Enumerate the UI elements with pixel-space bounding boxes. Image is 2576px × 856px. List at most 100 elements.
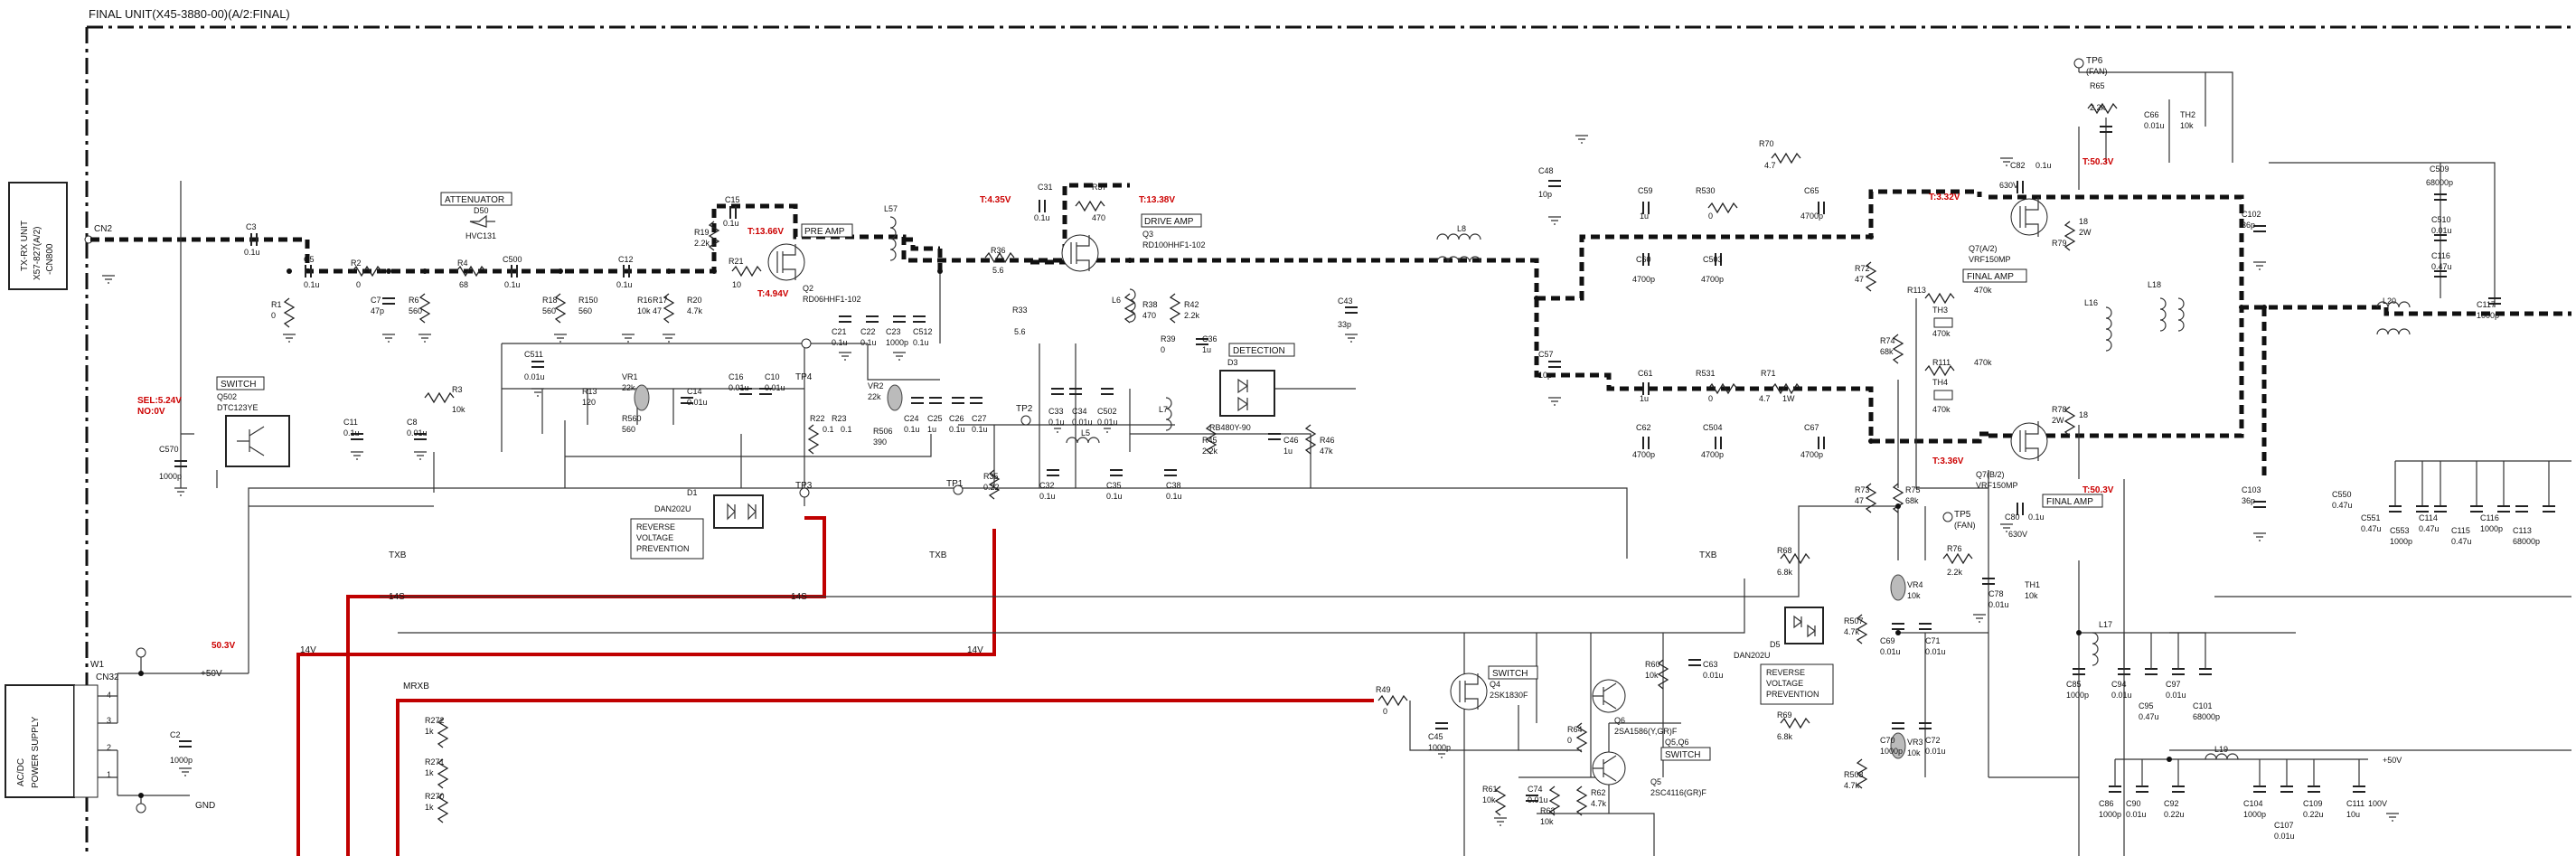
resistor-r68 <box>1780 552 1810 565</box>
svg-text:C35: C35 <box>1106 481 1122 490</box>
svg-text:C97: C97 <box>2166 680 2181 689</box>
svg-text:10k: 10k <box>2025 591 2038 600</box>
svg-text:VR2: VR2 <box>868 381 884 390</box>
svg-text:C511: C511 <box>524 350 543 359</box>
svg-text:1000p: 1000p <box>2099 810 2121 819</box>
capacitor-c502 <box>1101 388 1114 395</box>
svg-text:470k: 470k <box>1932 405 1951 414</box>
capacitors-shunt <box>174 126 2501 802</box>
svg-text:100V: 100V <box>2368 799 2387 808</box>
svg-text:RD06HHF1-102: RD06HHF1-102 <box>803 295 861 304</box>
svg-text:10k: 10k <box>1907 748 1921 757</box>
svg-text:R4: R4 <box>457 259 468 268</box>
capacitor-c31 <box>1039 200 1046 212</box>
capacitor-c14 <box>681 397 693 404</box>
svg-text:C66: C66 <box>2144 110 2159 119</box>
svg-text:C92: C92 <box>2164 799 2179 808</box>
svg-text:1000p: 1000p <box>2477 311 2499 320</box>
svg-text:10u: 10u <box>2346 810 2360 819</box>
svg-text:POWER SUPPLY: POWER SUPPLY <box>31 716 41 788</box>
svg-text:C34: C34 <box>1072 407 1087 416</box>
svg-text:470k: 470k <box>1974 286 1992 295</box>
svg-text:C503: C503 <box>1703 255 1723 264</box>
svg-text:R18: R18 <box>542 296 558 305</box>
power-line-mrxb <box>396 699 1374 856</box>
resistor-r61 <box>1494 785 1507 816</box>
capacitor-c67 <box>1818 437 1825 449</box>
label-final-amp-1: FINAL AMP <box>1967 272 2014 282</box>
net-mrxb: MRXB <box>403 682 429 691</box>
resistor-r45 <box>1205 424 1217 455</box>
svg-text:1000p: 1000p <box>2243 810 2266 819</box>
capacitor-c510 <box>2434 234 2447 241</box>
svg-text:C31: C31 <box>1038 183 1053 192</box>
svg-text:0.01u: 0.01u <box>2166 691 2186 700</box>
svg-text:C500: C500 <box>503 255 522 264</box>
svg-text:C502: C502 <box>1097 407 1117 416</box>
svg-text:4700p: 4700p <box>1800 212 1823 221</box>
capacitor-c21 <box>839 315 851 323</box>
svg-text:630V: 630V <box>1999 181 2018 190</box>
svg-text:C85: C85 <box>2066 680 2082 689</box>
svg-text:C101: C101 <box>2193 701 2213 710</box>
svg-text:4.7: 4.7 <box>1764 161 1776 170</box>
svg-text:0.1u: 0.1u <box>616 280 633 289</box>
resistor-r62 <box>1575 785 1588 816</box>
svg-text:0.1u: 0.1u <box>723 219 739 228</box>
svg-text:W1: W1 <box>90 660 104 670</box>
svg-text:2.2k: 2.2k <box>1947 568 1963 577</box>
svg-text:470k: 470k <box>1932 329 1951 338</box>
svg-text:C8: C8 <box>407 418 418 427</box>
svg-text:0.01u: 0.01u <box>765 383 785 392</box>
capacitor-c61 <box>1642 382 1650 395</box>
capacitor-c45 <box>1435 722 1448 729</box>
svg-text:C107: C107 <box>2274 821 2294 830</box>
svg-text:R72: R72 <box>1855 264 1870 273</box>
svg-text:0.22u: 0.22u <box>2303 810 2324 819</box>
svg-text:R62: R62 <box>1591 788 1606 797</box>
label-reverse-1a: REVERSE <box>636 522 675 531</box>
svg-text:VR4: VR4 <box>1907 580 1923 589</box>
svg-text:C111: C111 <box>2346 799 2364 808</box>
voltage-t-50-3-top: T:50.3V <box>2082 157 2114 167</box>
capacitor-c59 <box>1642 202 1650 214</box>
svg-text:0.1u: 0.1u <box>860 338 877 347</box>
capacitor-c65 <box>1818 202 1825 214</box>
svg-text:2.2k: 2.2k <box>1202 447 1218 456</box>
svg-text:0.01u: 0.01u <box>2144 121 2165 130</box>
svg-text:R42: R42 <box>1184 300 1199 309</box>
svg-text:DAN202U: DAN202U <box>654 504 691 513</box>
svg-text:0.47u: 0.47u <box>2332 501 2353 510</box>
net-14s-1: 14S <box>389 592 405 602</box>
capacitor-c511 <box>531 361 544 368</box>
resistor-r272 <box>437 718 449 748</box>
svg-text:C78: C78 <box>1988 589 2004 598</box>
capacitor-c43 <box>1345 306 1358 314</box>
capacitor-c33 <box>1051 388 1064 395</box>
svg-text:2.2k: 2.2k <box>694 239 710 248</box>
diode-d5 <box>1784 607 1824 644</box>
inductor-l19 <box>2205 753 2239 760</box>
transistor-q3 <box>1061 234 1099 272</box>
svg-text:0.1: 0.1 <box>841 425 852 434</box>
svg-text:RB480Y-90: RB480Y-90 <box>1209 423 1251 432</box>
svg-text:0.47u: 0.47u <box>2419 524 2440 533</box>
svg-text:0.1u: 0.1u <box>1166 492 1182 501</box>
test-point-tp6-fan: (FAN) <box>2086 67 2108 76</box>
svg-text:C65: C65 <box>1804 186 1819 195</box>
inductor-l7 <box>1165 397 1172 431</box>
svg-text:0.1u: 0.1u <box>244 248 260 257</box>
capacitor-c103 <box>2253 501 2266 508</box>
svg-text:TH1: TH1 <box>2025 580 2040 589</box>
svg-text:4700p: 4700p <box>1632 275 1655 284</box>
svg-text:0: 0 <box>1567 736 1572 745</box>
svg-text:0.01u: 0.01u <box>1925 747 1946 756</box>
svg-text:D5: D5 <box>1770 640 1781 649</box>
svg-text:47: 47 <box>1855 496 1864 505</box>
svg-text:Q7(A/2): Q7(A/2) <box>1969 244 1998 253</box>
svg-text:R37: R37 <box>1092 183 1107 192</box>
resistor-r507 <box>1856 614 1868 644</box>
svg-text:C117: C117 <box>2477 300 2496 309</box>
svg-text:2.2k: 2.2k <box>1184 311 1200 320</box>
svg-text:R22: R22 <box>810 414 825 423</box>
